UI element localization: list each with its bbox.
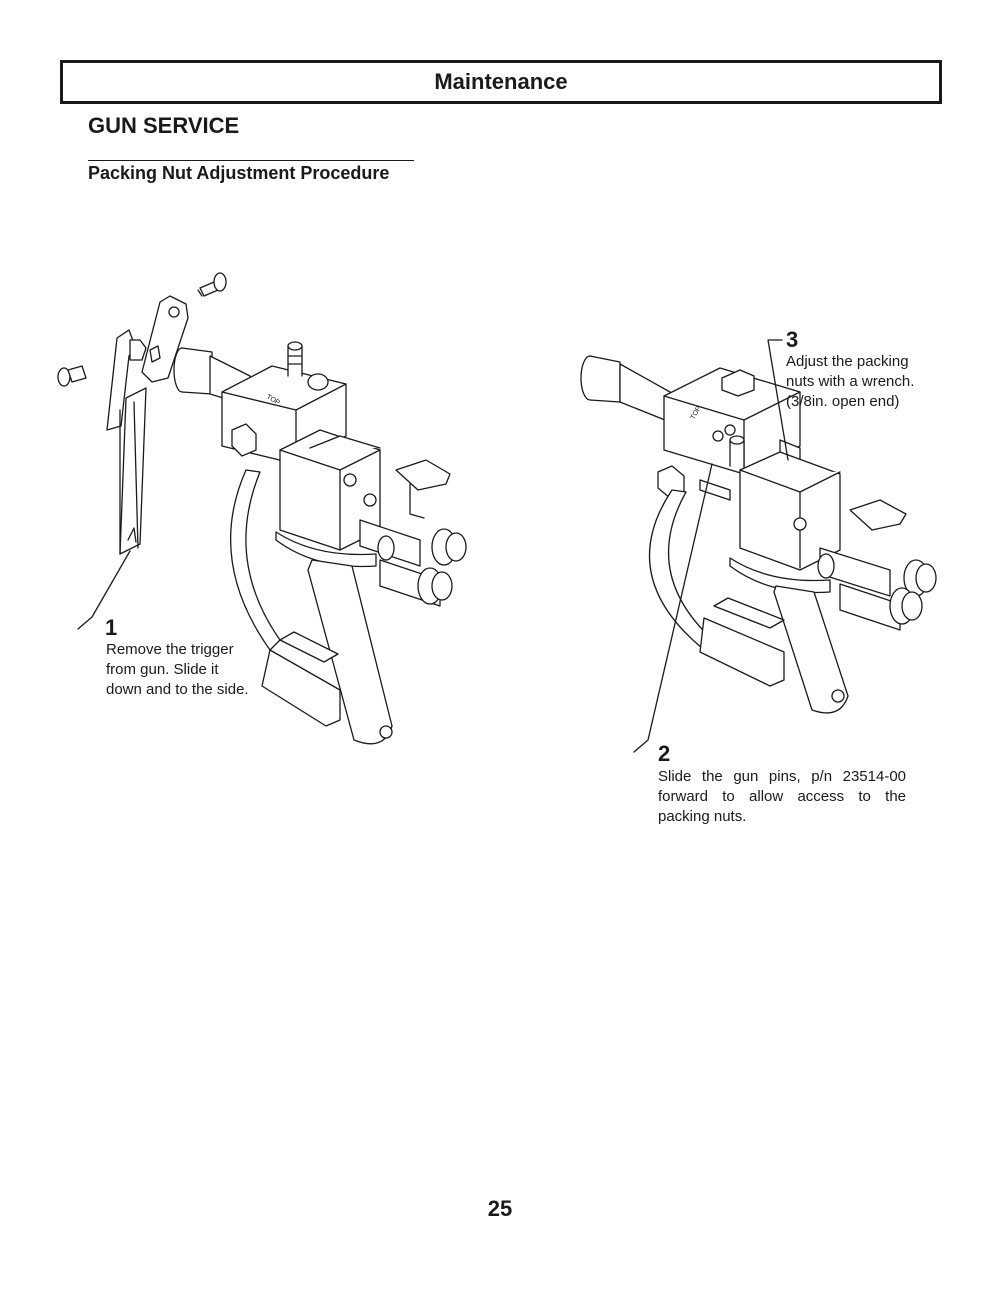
- step-2-line-1: Slide the gun pins, p/n 23514-00: [658, 768, 906, 785]
- step-2-text: Slide the gun pins, p/n 23514-00 forward…: [658, 767, 906, 827]
- leader-lines: [77, 339, 789, 753]
- left-barrel: [173, 347, 251, 407]
- leader-line-1: [77, 550, 131, 630]
- step-3-number: 3: [786, 327, 799, 352]
- step-1-text: Remove the trigger from gun. Slide it do…: [106, 640, 249, 700]
- leader-line-3: [767, 339, 789, 461]
- header-box: Maintenance: [60, 60, 942, 104]
- leader-line-2: [633, 463, 713, 753]
- step-3-text: Adjust the packing nuts with a wrench. (…: [786, 352, 914, 412]
- left-fittings: [359, 519, 467, 607]
- step-1-line-3: down and to the side.: [106, 681, 249, 698]
- right-manifold: [729, 451, 937, 631]
- right-handle: [648, 489, 849, 714]
- step-1-line-2: from gun. Slide it: [106, 661, 219, 678]
- subsection-rule: [88, 160, 414, 161]
- section-title: GUN SERVICE: [88, 113, 240, 138]
- step-3-line-3: (3/8in. open end): [786, 393, 900, 410]
- step-2-number: 2: [658, 741, 671, 766]
- step-3-line-2: nuts with a wrench.: [786, 373, 915, 390]
- right-gun-body: TOP: [657, 367, 801, 501]
- page-number: 25: [487, 1196, 513, 1221]
- left-handle: [229, 469, 393, 745]
- step-2-line-3: packing nuts.: [658, 808, 747, 825]
- trigger-part: [106, 295, 189, 555]
- right-barrel: [580, 355, 671, 423]
- subsection-title: Packing Nut Adjustment Procedure: [88, 163, 390, 183]
- step-2-line-2: forward to allow access to the: [658, 788, 906, 805]
- screw-top: [197, 272, 227, 297]
- step-3-line-1: Adjust the packing: [786, 353, 909, 370]
- left-manifold: [275, 429, 467, 607]
- step-1-line-1: Remove the trigger: [106, 641, 234, 658]
- left-gun-figure: TOP: [57, 272, 467, 745]
- screw-left: [57, 365, 87, 387]
- right-gun-figure: TOP: [580, 355, 937, 714]
- step-1-number: 1: [105, 615, 118, 640]
- page-header-title: Maintenance: [434, 69, 568, 94]
- right-fittings: [817, 547, 937, 631]
